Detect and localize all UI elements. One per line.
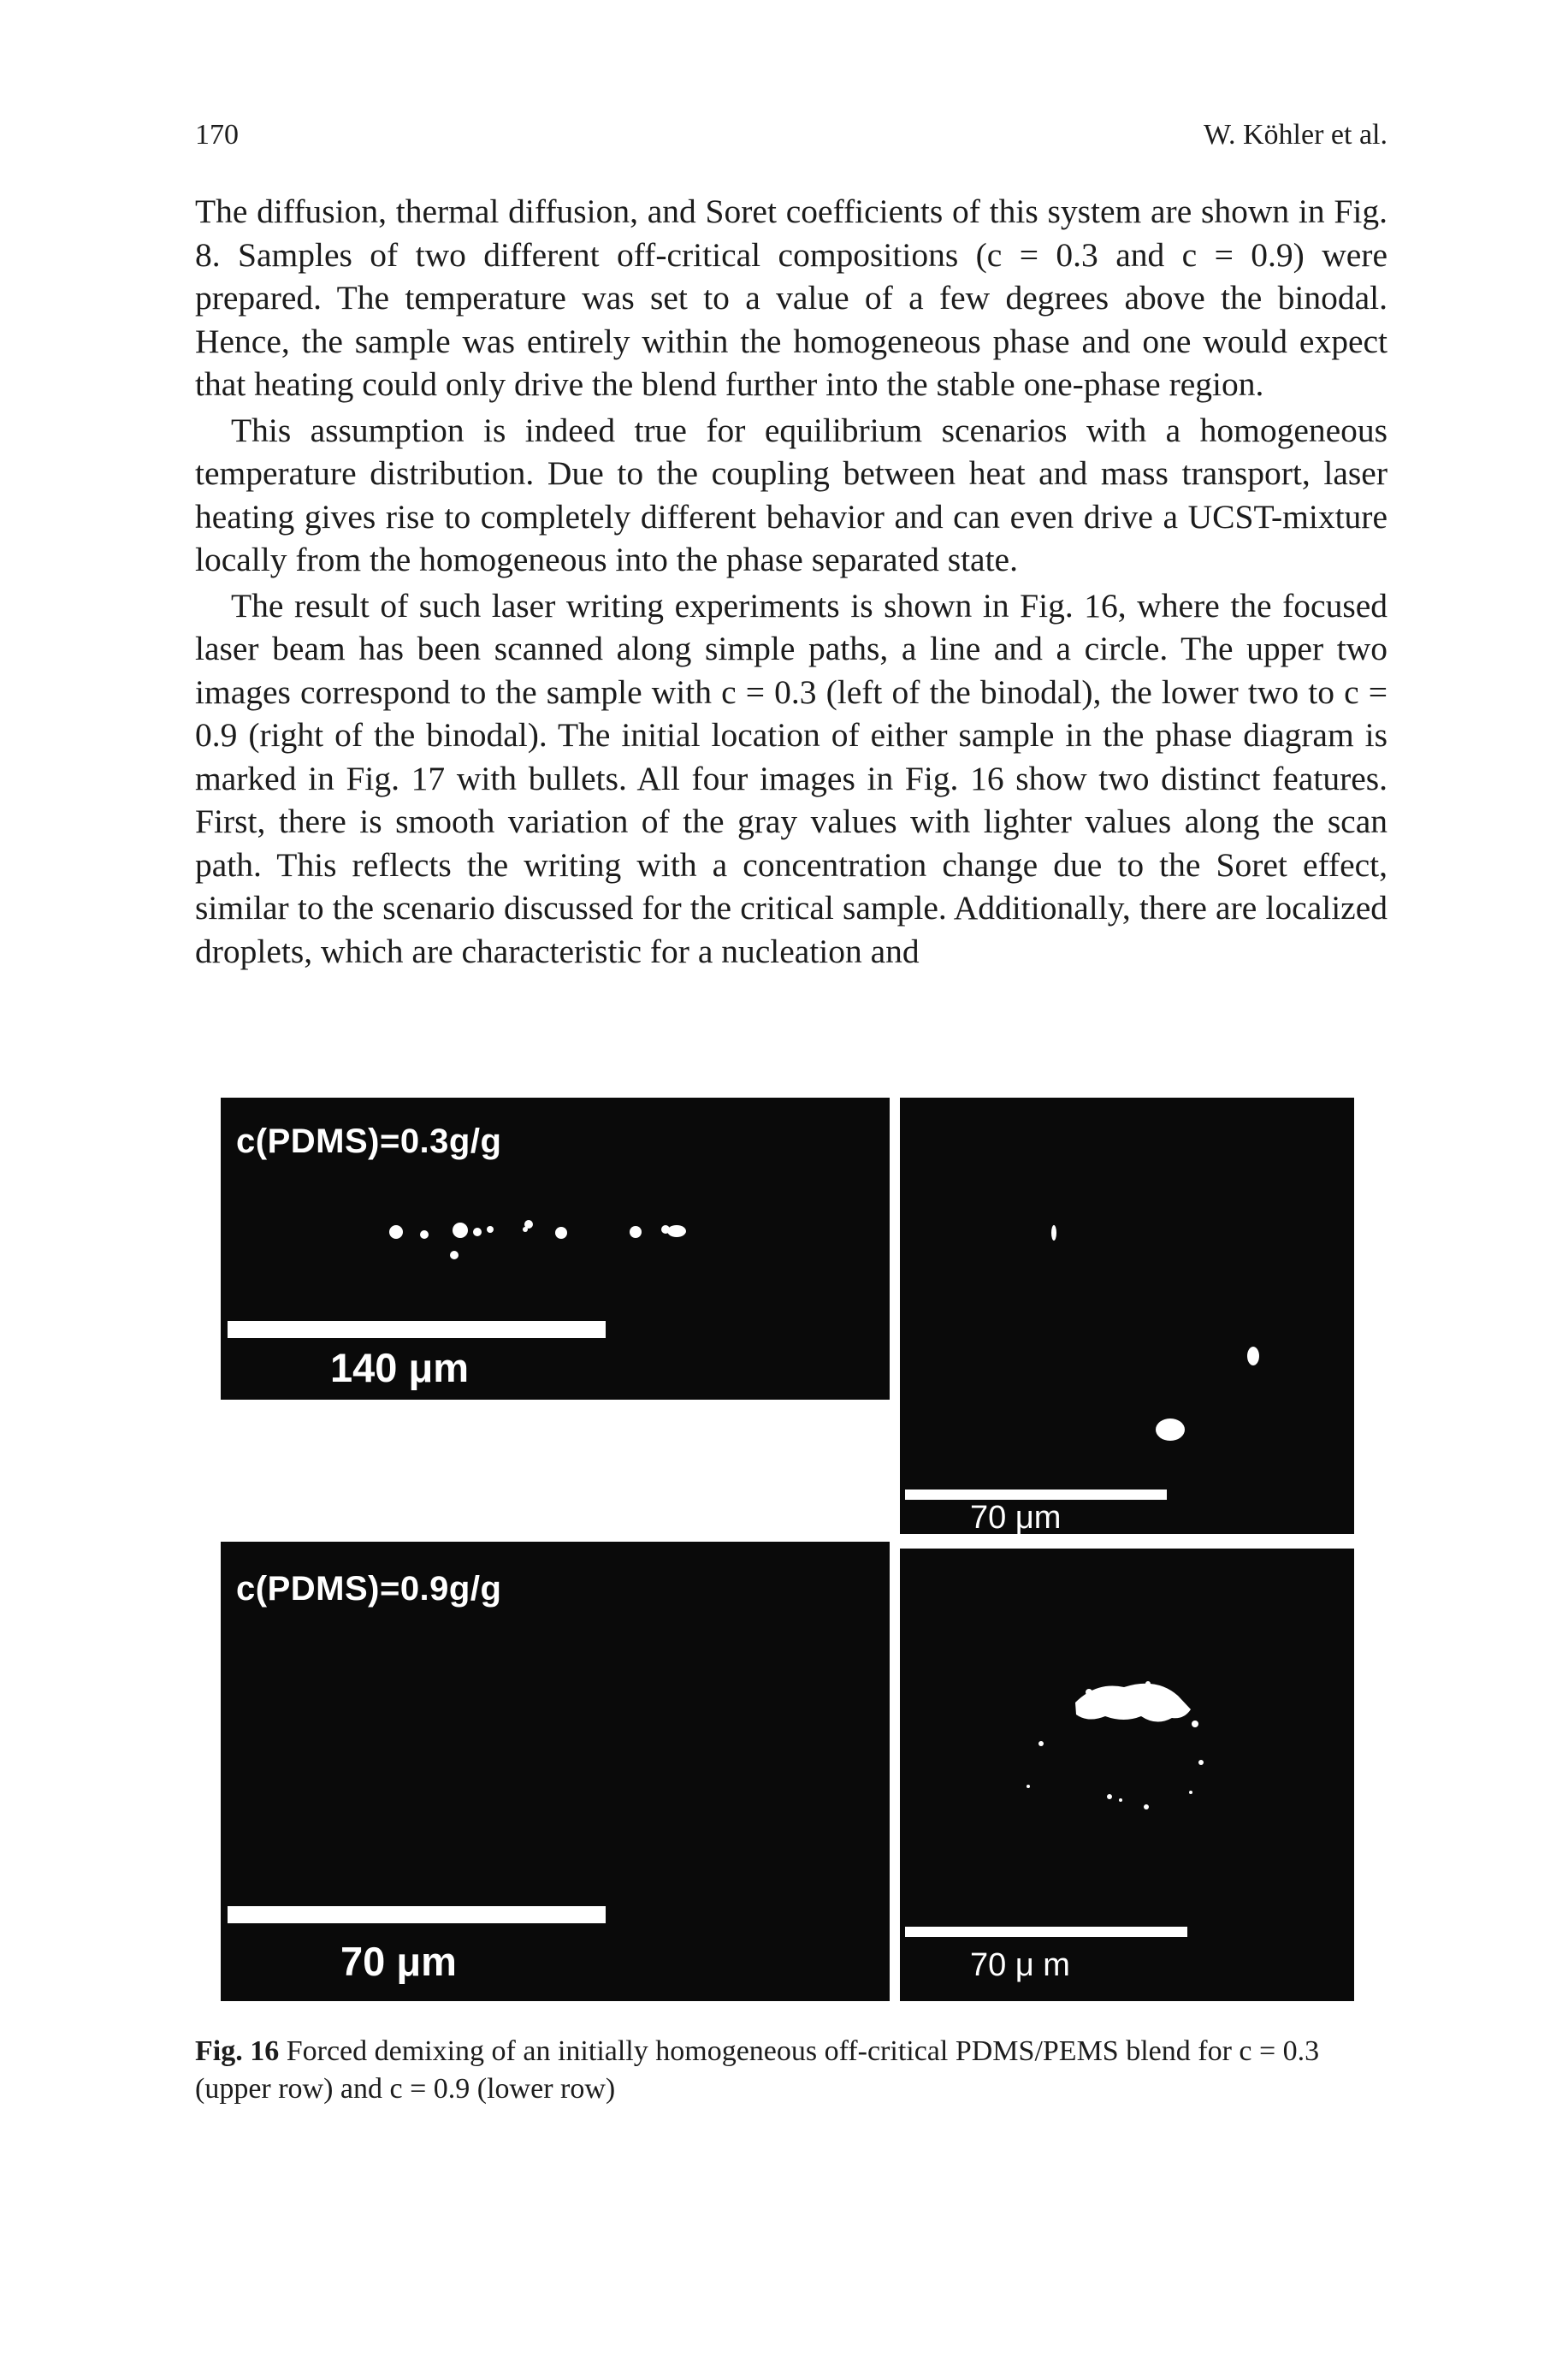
body-text: The diffusion, thermal diffusion, and So… xyxy=(195,190,1388,973)
micrograph-top-right: 70 μm xyxy=(900,1098,1354,1534)
scale-bar-label: 70 μm xyxy=(970,1500,1062,1534)
figure-16: c(PDMS)=0.3g/g 140 μm 70 μm c xyxy=(221,1098,1354,2001)
paragraph: The result of such laser writing experim… xyxy=(195,586,1388,970)
micrograph-top-left: c(PDMS)=0.3g/g 140 μm xyxy=(221,1098,890,1400)
caption-text: Forced demixing of an initially homogene… xyxy=(195,2035,1320,2105)
scale-bar xyxy=(228,1906,606,1923)
running-head: W. Köhler et al. xyxy=(1204,119,1388,151)
page-header: 170 W. Köhler et al. xyxy=(195,118,1388,152)
concentration-label: c(PDMS)=0.9g/g xyxy=(236,1570,502,1608)
page-number: 170 xyxy=(195,119,239,151)
micrograph-bottom-right: 70 μ m xyxy=(900,1549,1354,2001)
micrograph-bottom-left: c(PDMS)=0.9g/g 70 μm xyxy=(221,1542,890,2001)
droplets-scattered xyxy=(905,1225,1259,1500)
figure-number: Fig. 16 xyxy=(195,2035,280,2067)
droplets-ring xyxy=(905,1681,1204,1937)
droplets-line xyxy=(228,1220,686,1338)
paragraph: This assumption is indeed true for equil… xyxy=(195,411,1388,579)
paragraph: The diffusion, thermal diffusion, and So… xyxy=(195,192,1388,403)
scale-bar-label: 140 μm xyxy=(330,1345,470,1390)
figure-caption: Fig. 16 Forced demixing of an initially … xyxy=(195,2033,1388,2108)
concentration-label: c(PDMS)=0.3g/g xyxy=(236,1122,502,1160)
scale-bar-label: 70 μ m xyxy=(970,1947,1070,1983)
scale-bar-label: 70 μm xyxy=(340,1939,457,1984)
